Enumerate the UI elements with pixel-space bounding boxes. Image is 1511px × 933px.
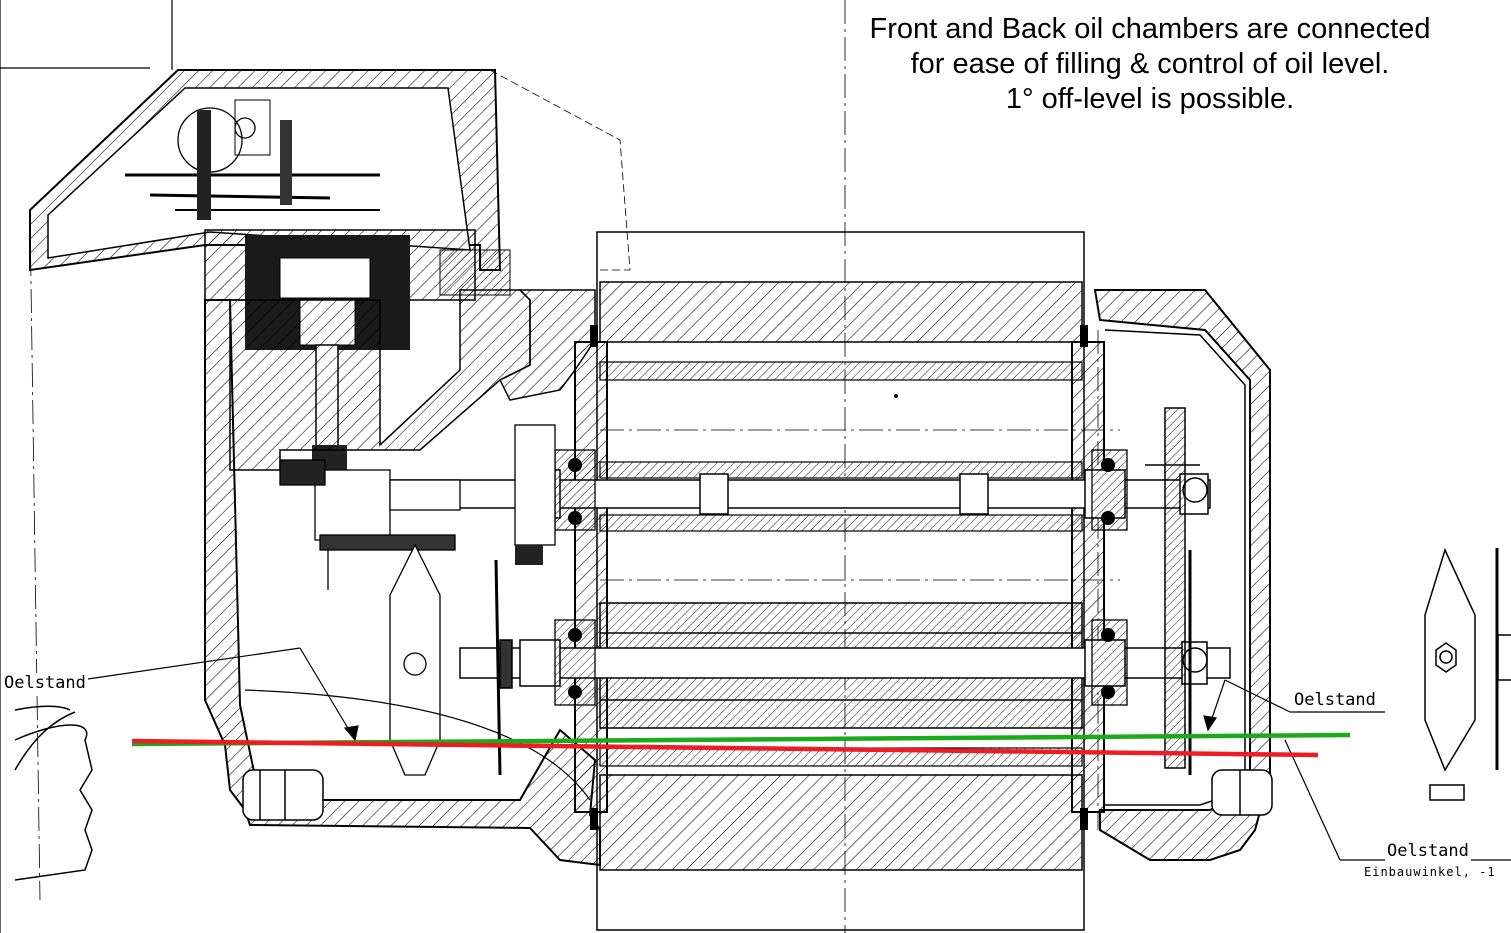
annotation-note: Front and Back oil chambers are connecte… [660, 12, 1511, 117]
page-border [0, 0, 173, 933]
note-line-2: for ease of filling & control of oil lev… [910, 48, 1390, 80]
oil-level-line-red [131, 738, 1319, 758]
bearings [514, 424, 1128, 706]
oil-level-label-right-lower: Oelstand [1385, 841, 1471, 861]
right-gear-assembly [1145, 407, 1208, 775]
shafts [359, 469, 1231, 689]
left-gear-assembly [279, 459, 502, 776]
note-line-1: Front and Back oil chambers are connecte… [869, 13, 1431, 45]
oil-level-label-right-upper: Oelstand [1292, 690, 1378, 710]
section-break-outline [14, 705, 93, 881]
note-line-3: 1° off-level is possible. [1005, 83, 1295, 115]
oil-level-lines [131, 732, 1351, 758]
oil-level-label-left: Oelstand [2, 673, 88, 693]
drain-plugs [242, 769, 1273, 821]
mounting-angle-label: Einbauwinkel, -1 [1362, 865, 1498, 879]
detail-view [1424, 547, 1511, 801]
drum [596, 231, 1085, 931]
drum-end-walls [574, 325, 1105, 830]
gear-cover [29, 69, 631, 272]
